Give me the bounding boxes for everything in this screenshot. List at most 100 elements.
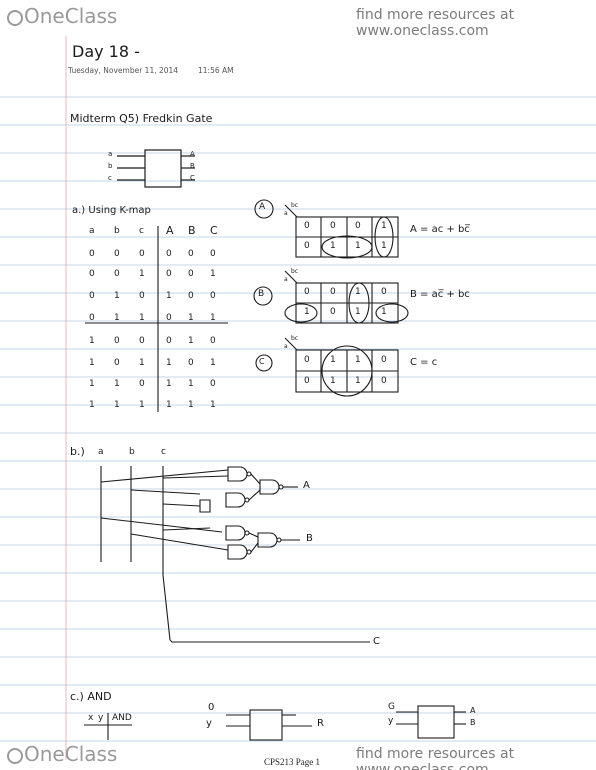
kmap-cell: 1 — [355, 287, 361, 297]
section-heading: Midterm Q5) Fredkin Gate — [70, 112, 213, 125]
table-cell: 1 — [89, 336, 95, 346]
part-c-diagrams — [84, 705, 466, 741]
and-table-header-and: AND — [112, 713, 132, 723]
promo-link-top[interactable]: find more resources at www.oneclass.com — [356, 7, 515, 39]
note-date: Tuesday, November 11, 2014 — [68, 66, 179, 75]
kmap-top-var: bc — [291, 202, 299, 209]
table-cell: 1 — [188, 313, 194, 323]
table-cell: 0 — [114, 336, 120, 346]
kmap-cell: 0 — [381, 355, 387, 365]
part-a-label: a.) Using K-map — [72, 205, 151, 216]
table-cell: 1 — [139, 358, 145, 368]
gate-output-c: C — [190, 174, 195, 182]
table-cell: 0 — [188, 249, 194, 259]
page-footer: CPS213 Page 1 — [264, 757, 321, 767]
table-cell: 0 — [166, 249, 172, 259]
kmap-cell: 0 — [304, 287, 310, 297]
circuit-input-c: c — [161, 447, 166, 457]
table-cell: 1 — [114, 400, 120, 410]
gate-input-c: c — [108, 174, 112, 182]
kmap-cell: 0 — [304, 355, 310, 365]
brand-logo: OneClass — [7, 4, 117, 28]
table-header: c — [139, 226, 144, 236]
kmap-side-var: a — [284, 276, 288, 283]
kmap-label: C — [259, 357, 265, 366]
brand-logo-bottom: OneClass — [7, 742, 117, 766]
kmap-equation: C = c — [410, 357, 438, 368]
circuit-output-a: A — [303, 480, 310, 491]
table-cell: 0 — [210, 336, 216, 346]
table-cell: 0 — [89, 313, 95, 323]
gate-input-b: b — [108, 162, 113, 170]
table-cell: 0 — [188, 358, 194, 368]
note-time: 11:56 AM — [198, 66, 234, 75]
kmap-cell: 1 — [355, 307, 361, 317]
kmap-cell: 1 — [381, 241, 387, 251]
circuit-input-b: b — [129, 447, 135, 457]
table-cell: 0 — [114, 358, 120, 368]
kmap-cell: 0 — [304, 241, 310, 251]
table-cell: 1 — [166, 291, 172, 301]
table-header: B — [188, 224, 196, 237]
table-cell: 1 — [166, 379, 172, 389]
and-gate-input-y: y — [206, 718, 212, 729]
table-header: b — [114, 226, 120, 236]
table-cell: 1 — [139, 400, 145, 410]
part-c-label: c.) AND — [70, 690, 112, 703]
kmap-side-var: a — [284, 210, 288, 217]
last-gate-input-g: G — [388, 702, 395, 712]
table-cell: 0 — [166, 336, 172, 346]
kmap-top-var: bc — [291, 268, 299, 275]
truth-table-lines — [85, 226, 228, 412]
table-cell: 0 — [139, 379, 145, 389]
last-gate-output-b: B — [470, 718, 476, 727]
table-cell: 1 — [114, 313, 120, 323]
and-table-header-y: y — [98, 713, 104, 723]
table-cell: 1 — [210, 313, 216, 323]
kmap-side-var: a — [284, 343, 288, 350]
kmap-cell: 0 — [330, 287, 336, 297]
and-table-header-x: x — [88, 713, 94, 723]
kmap-cell: 0 — [330, 221, 336, 231]
kmap-cell: 1 — [381, 221, 387, 231]
gate-input-a: a — [108, 150, 113, 158]
and-gate-output-r: R — [317, 718, 324, 729]
kmap-label: B — [258, 289, 265, 299]
table-header: C — [210, 224, 218, 237]
kmap-cell: 0 — [330, 307, 336, 317]
part-b-label: b.) — [70, 445, 85, 458]
kmap-cell: 1 — [355, 355, 361, 365]
kmap-cell: 1 — [355, 376, 361, 386]
promo-link-bottom[interactable]: find more resources at www.oneclass.com — [356, 746, 515, 770]
table-cell: 1 — [210, 400, 216, 410]
fredkin-gate-diagram — [117, 149, 195, 188]
table-cell: 0 — [89, 269, 95, 279]
kmap-cell: 1 — [381, 307, 387, 317]
table-cell: 0 — [114, 269, 120, 279]
last-gate-input-y: y — [388, 716, 394, 726]
gate-output-a: A — [190, 150, 195, 158]
table-cell: 0 — [188, 269, 194, 279]
table-header: A — [166, 224, 174, 237]
table-cell: 1 — [210, 358, 216, 368]
oneclass-logo-icon — [7, 748, 23, 764]
circuit-input-a: a — [98, 447, 104, 457]
kmap-equation: A = ac + bc̅ — [410, 224, 470, 235]
table-cell: 1 — [139, 313, 145, 323]
table-cell: 1 — [166, 358, 172, 368]
kmap-cell: 0 — [304, 221, 310, 231]
circuit-diagram — [100, 466, 370, 643]
kmap-top-var: bc — [291, 335, 299, 342]
kmap-cell: 1 — [355, 241, 361, 251]
table-cell: 1 — [89, 358, 95, 368]
gate-output-b: B — [190, 162, 195, 170]
table-cell: 1 — [188, 336, 194, 346]
circuit-output-c: C — [373, 636, 380, 647]
oneclass-logo-icon — [7, 10, 23, 26]
table-cell: 1 — [114, 379, 120, 389]
table-cell: 0 — [166, 313, 172, 323]
kmap-cell: 0 — [304, 376, 310, 386]
kmap-grids — [253, 199, 409, 397]
